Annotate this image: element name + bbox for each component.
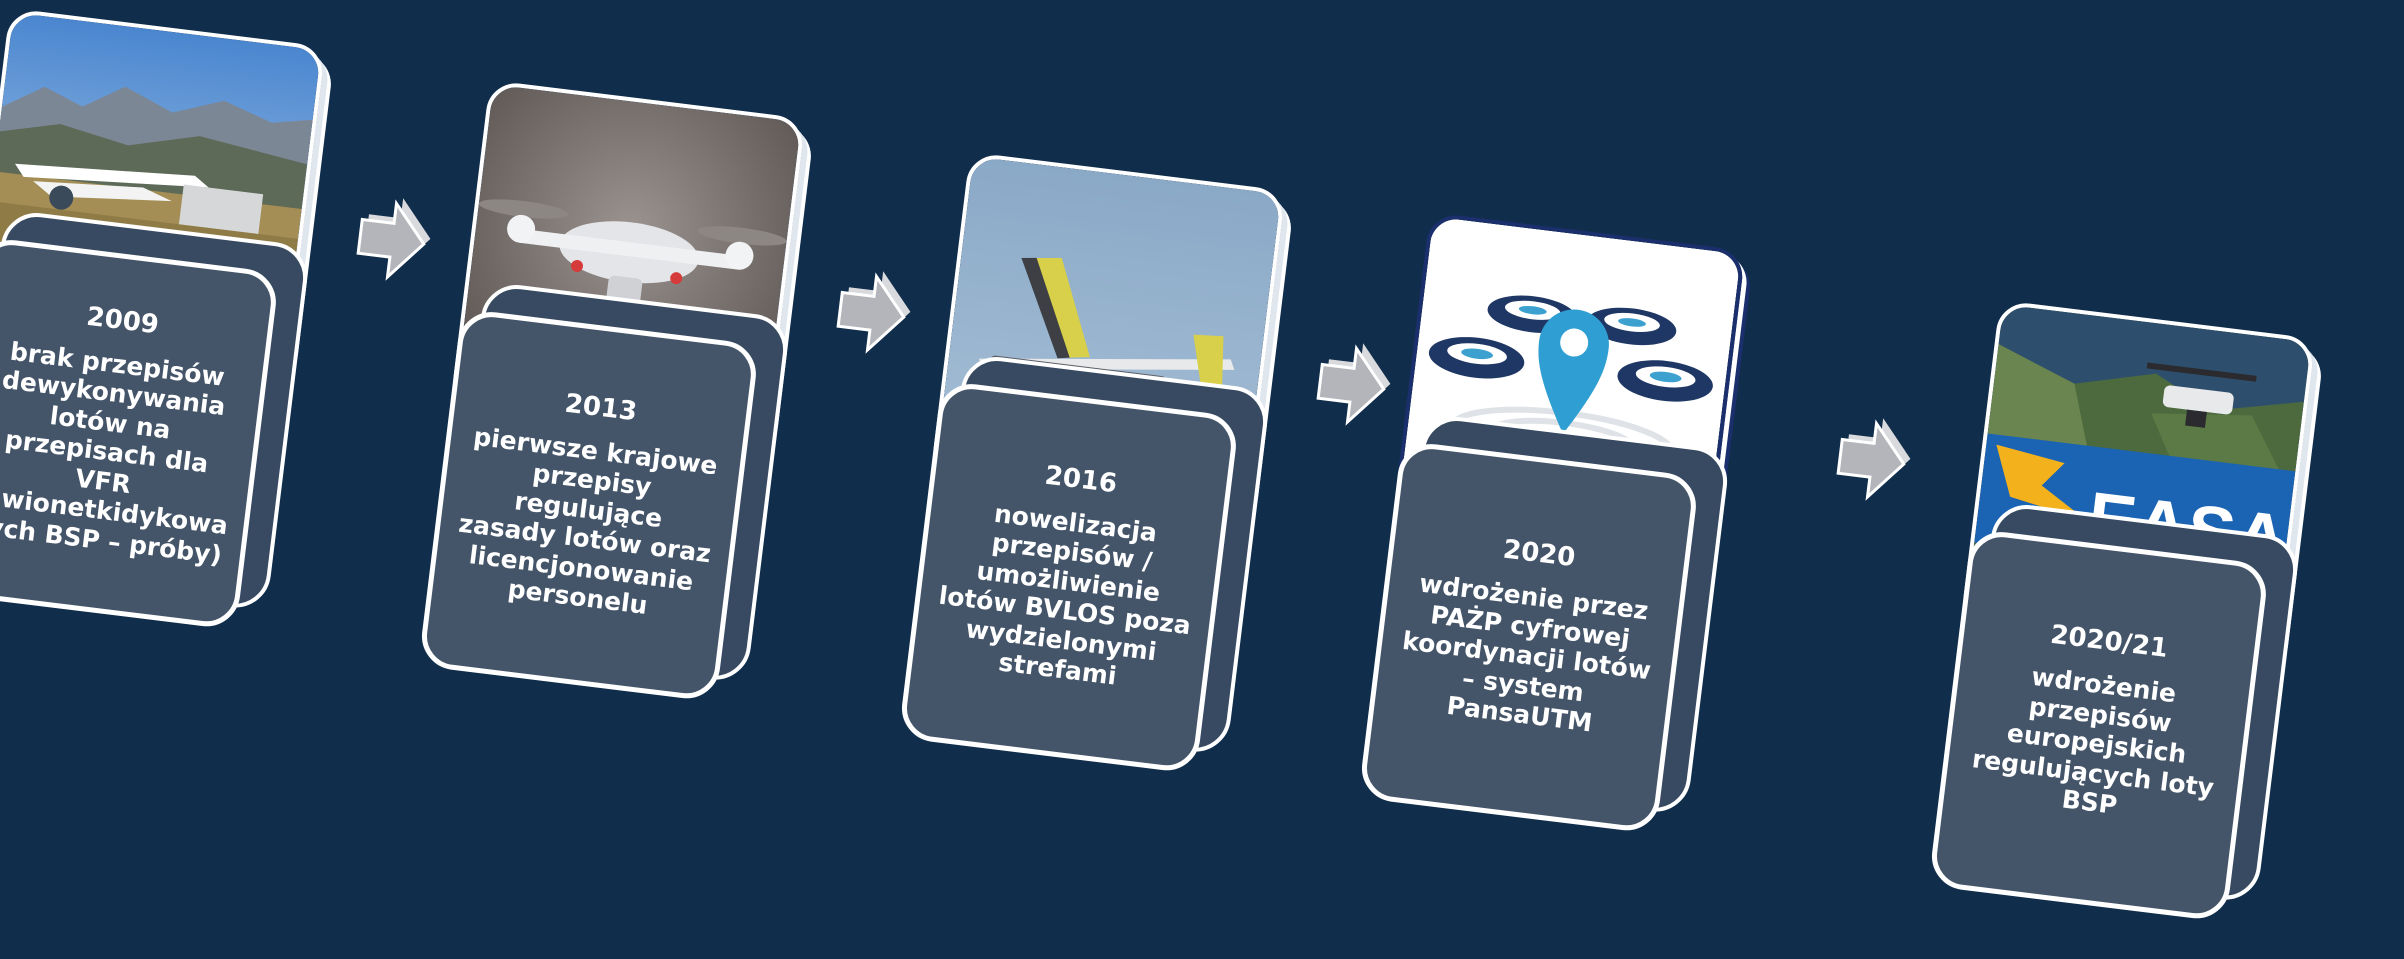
timeline-step-2016: 2016 nowelizacja przepisów / umożliwieni… [898,152,1330,775]
timeline-step-2013: 2013 pierwsze krajowe przepisy regulując… [418,80,850,703]
timeline-step-2020: 2020 wdrożenie przez PAŻP cyfrowej koord… [1358,212,1790,835]
timeline-card: 2020/21 wdrożenie przepisów europejskich… [1928,528,2270,923]
timeline-card: 2020 wdrożenie przez PAŻP cyfrowej koord… [1358,440,1700,835]
description-label: wdrożenie przepisów europejskich reguluj… [1970,662,2216,821]
description-label: wdrożenie przez PAŻP cyfrowej koordynacj… [1400,568,1653,738]
description-label: brak przepisów dewykonywania lotów na pr… [0,336,230,570]
description-label: nowelizacja przepisów / umożliwienie lot… [937,498,1193,691]
description-label: pierwsze krajowe przepisy regulujące zas… [457,421,720,620]
timeline-step-2020-21: EASA 2020/21 wdrożenie przepisów europej… [1928,300,2360,923]
arrow-right-icon [825,263,915,362]
timeline-diagram: 2009 brak przepisów dewykonywania lotów … [0,8,2360,923]
arrow-right-icon [345,190,435,289]
arrow-right-icon [1305,335,1395,434]
timeline-step-2009: 2009 brak przepisów dewykonywania lotów … [0,8,370,631]
timeline-card: 2009 brak przepisów dewykonywania lotów … [0,236,280,631]
timeline-card: 2016 nowelizacja przepisów / umożliwieni… [898,380,1240,775]
timeline-card: 2013 pierwsze krajowe przepisy regulując… [418,308,760,703]
arrow-right-icon [1825,410,1915,509]
